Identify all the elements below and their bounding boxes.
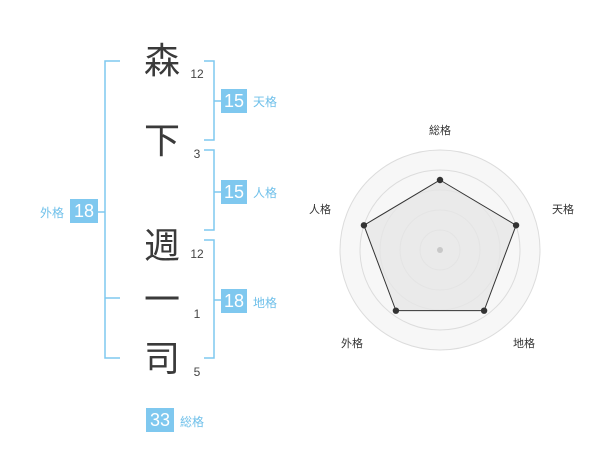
gaikaku-value: 18 [70,199,98,223]
radar-axis-label-jinkaku: 人格 [309,202,331,216]
stroke-count-2: 3 [193,147,201,161]
radar-axis-label-gaikaku: 外格 [341,336,363,350]
radar-point-3 [480,307,488,314]
radar-point-4 [392,307,400,314]
stroke-count-3: 12 [190,247,204,261]
soukaku-value: 33 [146,408,174,432]
radar-axis-label-chikaku: 地格 [513,336,535,350]
name-char-2: 下 [143,121,180,162]
tenkaku-label: 天格 [253,95,278,109]
stroke-count-5: 5 [193,365,201,379]
radar-point-5 [360,222,368,229]
radar-point-2 [512,222,520,229]
name-char-3: 週 [143,226,180,267]
name-char-5: 司 [143,339,180,380]
radar-center-dot [437,247,443,253]
name-char-1: 森 [143,41,180,82]
soukaku-label: 総格 [180,415,205,429]
stroke-count-1: 12 [190,67,204,81]
stroke-count-4: 1 [193,307,201,321]
jinkaku-label: 人格 [253,186,278,200]
chikaku-value: 18 [221,289,247,313]
jinkaku-value: 15 [221,180,247,204]
radar-polygon [363,179,517,312]
tenkaku-value: 15 [221,89,247,113]
name-char-4: 一 [143,280,180,321]
radar-point-1 [436,176,444,184]
gaikaku-label: 外格 [40,206,65,220]
radar-axis-label-tenkaku: 天格 [552,202,574,216]
chikaku-label: 地格 [253,296,278,310]
radar-axis-label-soukaku: 総格 [429,123,451,137]
radar-ring [359,169,521,331]
